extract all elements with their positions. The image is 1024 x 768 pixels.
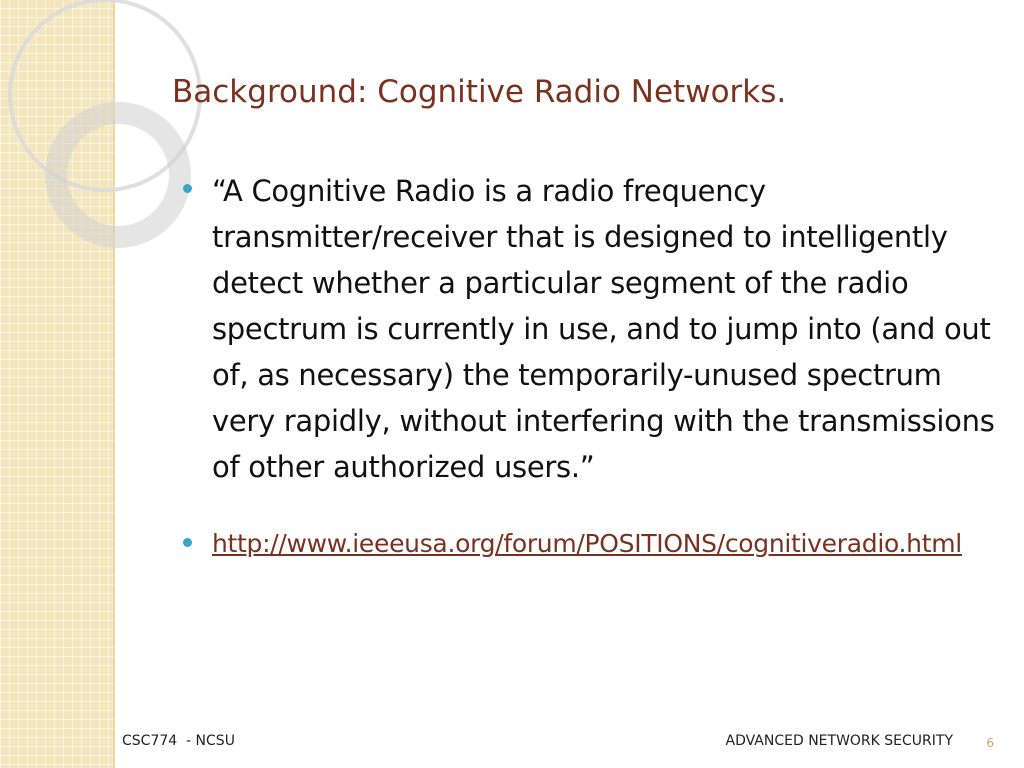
- decorative-ring-large: [8, 0, 202, 192]
- decorative-ring-small: [45, 102, 191, 248]
- bullet-dot-icon: [183, 184, 192, 193]
- slide-title: Background: Cognitive Radio Networks.: [172, 74, 787, 110]
- side-band-edge: [113, 0, 115, 768]
- bullet-link: http://www.ieeeusa.org/forum/POSITIONS/c…: [182, 526, 997, 561]
- source-link[interactable]: http://www.ieeeusa.org/forum/POSITIONS/c…: [212, 529, 962, 558]
- page-number: 6: [986, 736, 994, 750]
- quote-text: “A Cognitive Radio is a radio frequency …: [212, 174, 995, 484]
- bullet-quote: “A Cognitive Radio is a radio frequency …: [182, 168, 997, 490]
- footer-title: ADVANCED NETWORK SECURITY: [725, 733, 954, 749]
- decorative-circles: [8, 0, 202, 248]
- footer-course: CSC774 - NCSU: [122, 733, 235, 749]
- bullet-dot-icon: [183, 538, 192, 547]
- slide-content: “A Cognitive Radio is a radio frequency …: [182, 168, 997, 561]
